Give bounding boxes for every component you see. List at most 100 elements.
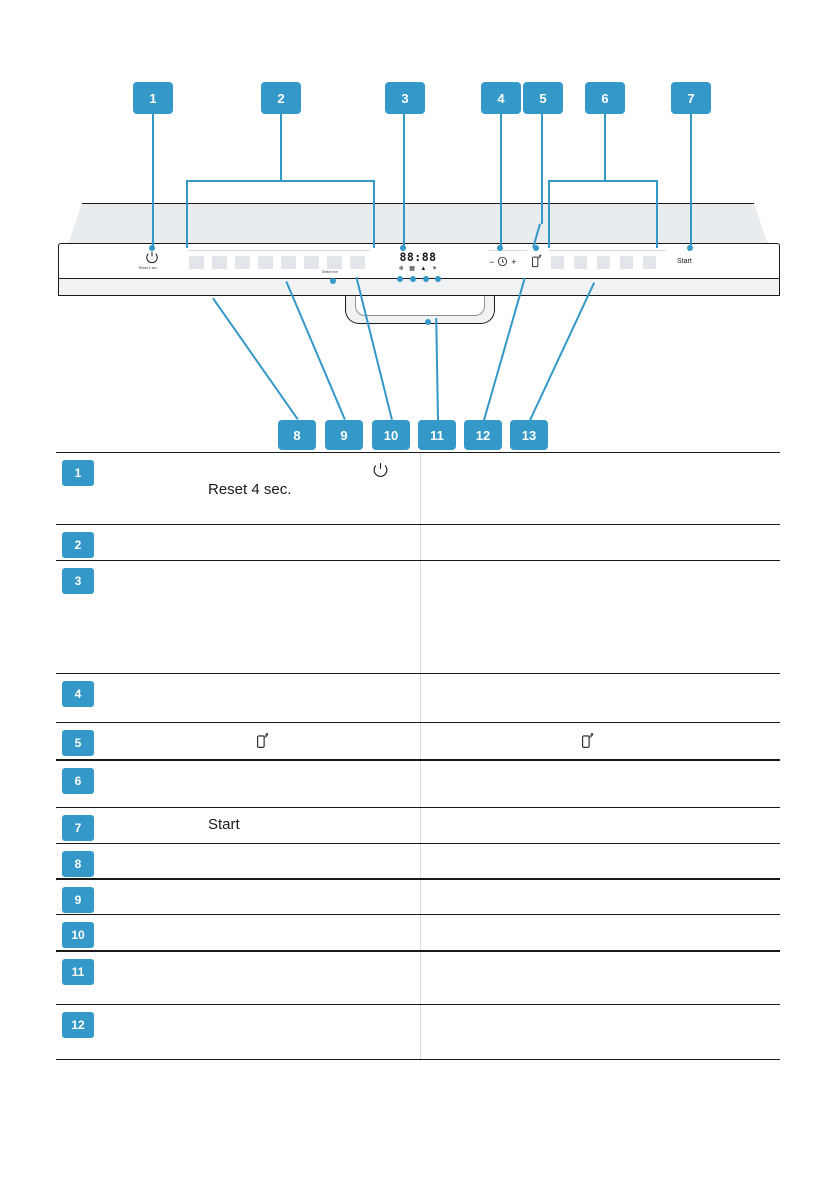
- control-panel-strip: [58, 279, 780, 296]
- leader-line-7: [690, 114, 692, 248]
- legend-row-2: 2: [56, 524, 780, 560]
- program-button-1[interactable]: [189, 256, 204, 269]
- remote-start-icon[interactable]: [531, 253, 542, 268]
- lcd-indicator-row: ❄ ▦ ▲ ☀: [396, 266, 440, 272]
- legend-badge-7[interactable]: 7: [62, 815, 94, 841]
- callout-badge-13[interactable]: 13: [510, 420, 548, 450]
- callout-badge-6[interactable]: 6: [585, 82, 625, 114]
- callout-badge-8[interactable]: 8: [278, 420, 316, 450]
- program-button-8[interactable]: [350, 256, 365, 269]
- remote-start-icon: [582, 732, 594, 748]
- rinse-aid-icon: ▲: [420, 266, 427, 272]
- door-handle-inner: [355, 296, 485, 316]
- program-button-3[interactable]: [235, 256, 250, 269]
- callout-badge-4[interactable]: 4: [481, 82, 521, 114]
- leader-dot-4: [497, 245, 503, 251]
- callout-badge-11[interactable]: 11: [418, 420, 456, 450]
- legend-badge-9[interactable]: 9: [62, 887, 94, 913]
- column-divider: [420, 525, 421, 560]
- option-button-1[interactable]: [551, 256, 564, 269]
- leader-line-5: [541, 114, 543, 224]
- leader-dot-3: [400, 245, 406, 251]
- dishwasher-door-top: [68, 203, 768, 245]
- leader-line-11: [435, 317, 439, 420]
- callout-badge-9[interactable]: 9: [325, 420, 363, 450]
- leader-line-6: [604, 114, 606, 181]
- timer-plus-button[interactable]: +: [511, 256, 517, 267]
- leader-line-6-left: [548, 180, 550, 248]
- leader-dot-13: [435, 276, 441, 282]
- column-divider: [420, 952, 421, 1004]
- callout-badge-1[interactable]: 1: [133, 82, 173, 114]
- control-panel-face: [58, 243, 780, 279]
- legend-row-9: 9: [56, 878, 780, 914]
- callout-badge-2[interactable]: 2: [261, 82, 301, 114]
- callout-badge-12[interactable]: 12: [464, 420, 502, 450]
- clock-icon: [498, 256, 508, 267]
- legend-row-11: 11: [56, 950, 780, 1004]
- column-divider: [420, 844, 421, 878]
- legend-badge-4[interactable]: 4: [62, 681, 94, 707]
- program-select-label: Select line: [322, 270, 338, 274]
- legend-badge-3[interactable]: 3: [62, 568, 94, 594]
- legend-badge-12[interactable]: 12: [62, 1012, 94, 1038]
- salt-icon: ▦: [409, 266, 415, 272]
- callout-badge-5[interactable]: 5: [523, 82, 563, 114]
- leader-dot-12: [423, 276, 429, 282]
- option-button-3[interactable]: [597, 256, 610, 269]
- legend-badge-11[interactable]: 11: [62, 959, 94, 985]
- program-button-2[interactable]: [212, 256, 227, 269]
- legend-text-7: Start: [208, 816, 240, 833]
- leader-line-2-right: [373, 180, 375, 248]
- legend-row-3: 3: [56, 560, 780, 673]
- timer-select-line: [489, 250, 527, 252]
- leader-line-2: [280, 114, 282, 181]
- legend-badge-5[interactable]: 5: [62, 730, 94, 756]
- legend-row-5: 5: [56, 722, 780, 759]
- timer-minus-button[interactable]: −: [489, 256, 495, 267]
- callout-badge-10[interactable]: 10: [372, 420, 410, 450]
- remote-start-icon: [257, 732, 269, 748]
- power-icon[interactable]: [145, 250, 159, 264]
- column-divider: [420, 674, 421, 722]
- legend-row-6: 6: [56, 759, 780, 807]
- legend-badge-2[interactable]: 2: [62, 532, 94, 558]
- leader-dot-5: [533, 245, 539, 251]
- option-button-4[interactable]: [620, 256, 633, 269]
- power-button-label: Reset 4 sec.: [139, 266, 158, 270]
- program-button-5[interactable]: [281, 256, 296, 269]
- callout-badge-7[interactable]: 7: [671, 82, 711, 114]
- wifi-icon: ☀: [431, 266, 438, 272]
- snowflake-icon: ❄: [398, 266, 404, 272]
- legend-row-8: 8: [56, 843, 780, 878]
- program-button-6[interactable]: [304, 256, 319, 269]
- leader-line-4: [500, 114, 502, 248]
- lcd-display: 88:88: [399, 250, 437, 264]
- legend-text-1: Reset 4 sec.: [208, 481, 292, 498]
- legend-row-12: 12: [56, 1004, 780, 1060]
- leader-dot-8: [330, 278, 336, 284]
- legend-badge-8[interactable]: 8: [62, 851, 94, 877]
- option-select-line: [549, 250, 666, 252]
- legend-row-10: 10: [56, 914, 780, 950]
- leader-dot-9: [397, 276, 403, 282]
- option-button-5[interactable]: [643, 256, 656, 269]
- legend-badge-1[interactable]: 1: [62, 460, 94, 486]
- appliance-illustration: Reset 4 sec. Select line 88:88 ❄ ▦ ▲ ☀ −…: [0, 0, 839, 450]
- program-button-4[interactable]: [258, 256, 273, 269]
- program-select-line: [187, 250, 370, 252]
- legend-table: 1 Reset 4 sec. 2 3 4 5: [56, 452, 780, 1060]
- leader-line-8: [212, 297, 299, 420]
- legend-badge-10[interactable]: 10: [62, 922, 94, 948]
- column-divider: [420, 561, 421, 673]
- program-button-7[interactable]: [327, 256, 342, 269]
- leader-line-2-left: [186, 180, 188, 248]
- callout-badge-3[interactable]: 3: [385, 82, 425, 114]
- timer-control-group[interactable]: − +: [489, 256, 517, 267]
- option-button-2[interactable]: [574, 256, 587, 269]
- start-button-label[interactable]: Start: [677, 258, 692, 265]
- leader-dot-7: [687, 245, 693, 251]
- column-divider: [420, 880, 421, 914]
- legend-badge-6[interactable]: 6: [62, 768, 94, 794]
